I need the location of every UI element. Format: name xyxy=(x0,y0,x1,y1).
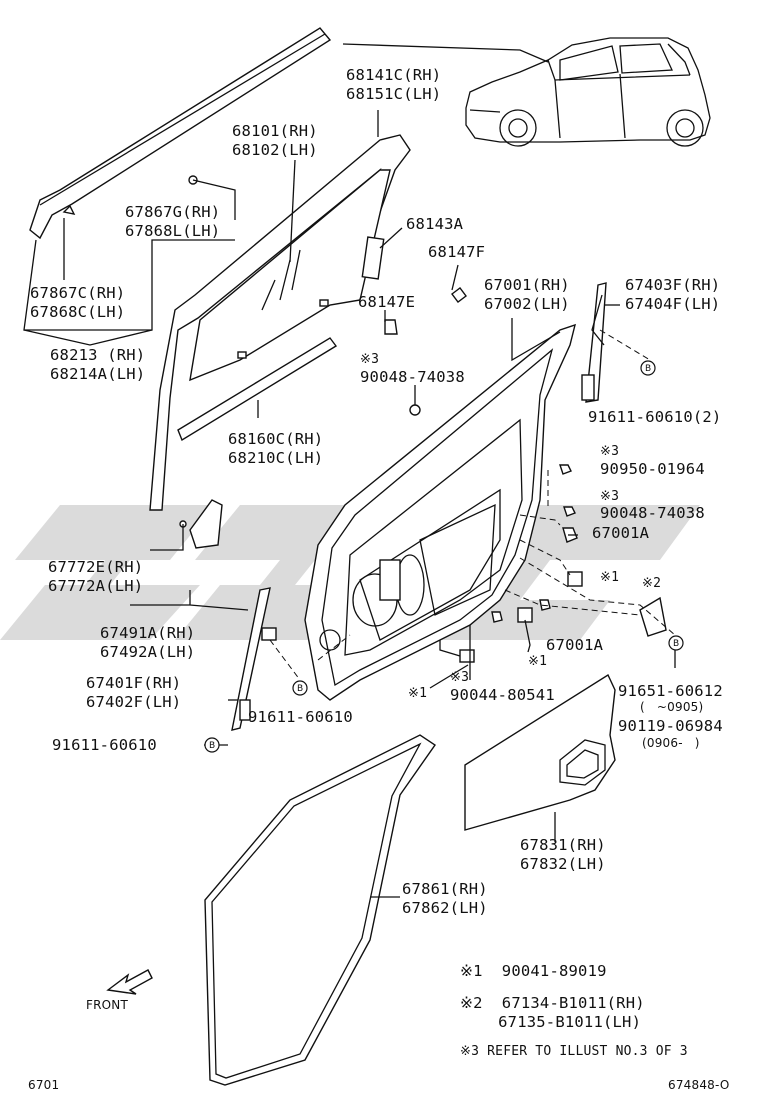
part-label-68101: 68101(RH) 68102(LH) xyxy=(232,122,318,159)
door-window-glass xyxy=(189,169,391,382)
part-label-91611-b: 91611-60610 xyxy=(52,736,157,754)
clip-68147f xyxy=(451,287,467,303)
mark-x1-b: ※1 xyxy=(528,654,548,669)
front-label: FRONT xyxy=(86,998,128,1012)
mark-x3-90048a: ※3 xyxy=(360,352,380,367)
mark-x1-a: ※1 xyxy=(600,570,620,585)
part-label-90950: 90950-01964 xyxy=(600,460,705,478)
window-regulator-front xyxy=(231,587,277,731)
part-label-91611-a: 91611-60610 xyxy=(248,708,353,726)
leader-lines xyxy=(23,110,676,898)
illustration-code: 674848-O xyxy=(668,1078,730,1092)
part-label-67001a-1: 67001A xyxy=(592,524,650,542)
mark-x3-90950: ※3 xyxy=(600,444,620,459)
mark-x3-c: ※3 xyxy=(450,670,470,685)
part-label-68143a: 68143A xyxy=(406,215,464,233)
svg-text:B: B xyxy=(209,741,215,751)
cushion-pad xyxy=(361,236,385,280)
mirror-corner-cover xyxy=(189,499,223,549)
part-label-68160c: 68160C(RH) 68210C(LH) xyxy=(228,430,324,467)
door-panel-assembly xyxy=(304,323,576,701)
door-trim-panel xyxy=(464,673,616,831)
clip-x1-a xyxy=(567,571,583,587)
part-label-67867c: 67867C(RH) 67868C(LH) xyxy=(30,284,126,321)
mark-x2: ※2 xyxy=(642,576,662,591)
part-label-91651: 91651-60612 xyxy=(618,682,723,700)
belt-moulding-strip xyxy=(29,27,332,240)
part-label-68147f: 68147F xyxy=(428,243,486,261)
part-label-67491a: 67491A(RH) 67492A(LH) xyxy=(100,624,196,661)
part-label-67772e: 67772E(RH) 67772A(LH) xyxy=(48,558,144,595)
part-label-67001: 67001(RH) 67002(LH) xyxy=(484,276,570,313)
svg-text:B: B xyxy=(673,639,679,649)
plug-90048 xyxy=(409,404,421,416)
note-x3: ※3 REFER TO ILLUST NO.3 OF 3 xyxy=(460,1044,688,1059)
clip-x1-b xyxy=(517,607,533,623)
part-label-67001a-2: 67001A xyxy=(546,636,604,654)
bolt-markers: B B B B xyxy=(204,360,684,753)
window-regulator-rear xyxy=(581,282,607,403)
part-label-67403f: 67403F(RH) 67404F(LH) xyxy=(625,276,721,313)
part-label-67867g: 67867G(RH) 67868L(LH) xyxy=(125,203,221,240)
part-label-90048-74038b: 90048-74038 xyxy=(600,504,705,522)
part-label-67401f: 67401F(RH) 67402F(LH) xyxy=(86,674,182,711)
part-label-68147e: 68147E xyxy=(358,293,416,311)
part-label-68141c: 68141C(RH) 68151C(LH) xyxy=(346,66,442,103)
glass-run-lower xyxy=(177,337,338,442)
mark-x3-90048b: ※3 xyxy=(600,489,620,504)
svg-text:B: B xyxy=(297,684,303,694)
part-range-0906: (0906- ) xyxy=(642,736,700,750)
clip-68147e xyxy=(384,319,398,335)
part-range-0905: ( ~0905) xyxy=(640,700,704,714)
vehicle-illustration xyxy=(342,37,711,147)
svg-text:B: B xyxy=(645,364,651,374)
part-label-90048-74038a: 90048-74038 xyxy=(360,368,465,386)
part-label-90044: 90044-80541 xyxy=(450,686,555,704)
part-label-67861: 67861(RH) 67862(LH) xyxy=(402,880,488,917)
clip-x1-c xyxy=(459,649,475,663)
part-label-90119: 90119-06984 xyxy=(618,717,723,735)
part-label-67831: 67831(RH) 67832(LH) xyxy=(520,836,606,873)
mark-x1-c: ※1 xyxy=(408,686,428,701)
page-code: 6701 xyxy=(28,1078,60,1092)
part-label-91611-2: 91611-60610(2) xyxy=(588,408,722,426)
check-arm-67134 xyxy=(639,596,667,637)
part-label-68213: 68213 (RH) 68214A(LH) xyxy=(50,346,146,383)
note-x2: ※2 67134-B1011(RH) 67135-B1011(LH) xyxy=(460,994,645,1031)
note-x1: ※1 90041-89019 xyxy=(460,962,607,980)
front-arrow-icon xyxy=(106,969,153,995)
door-weatherstrip xyxy=(204,734,436,1086)
